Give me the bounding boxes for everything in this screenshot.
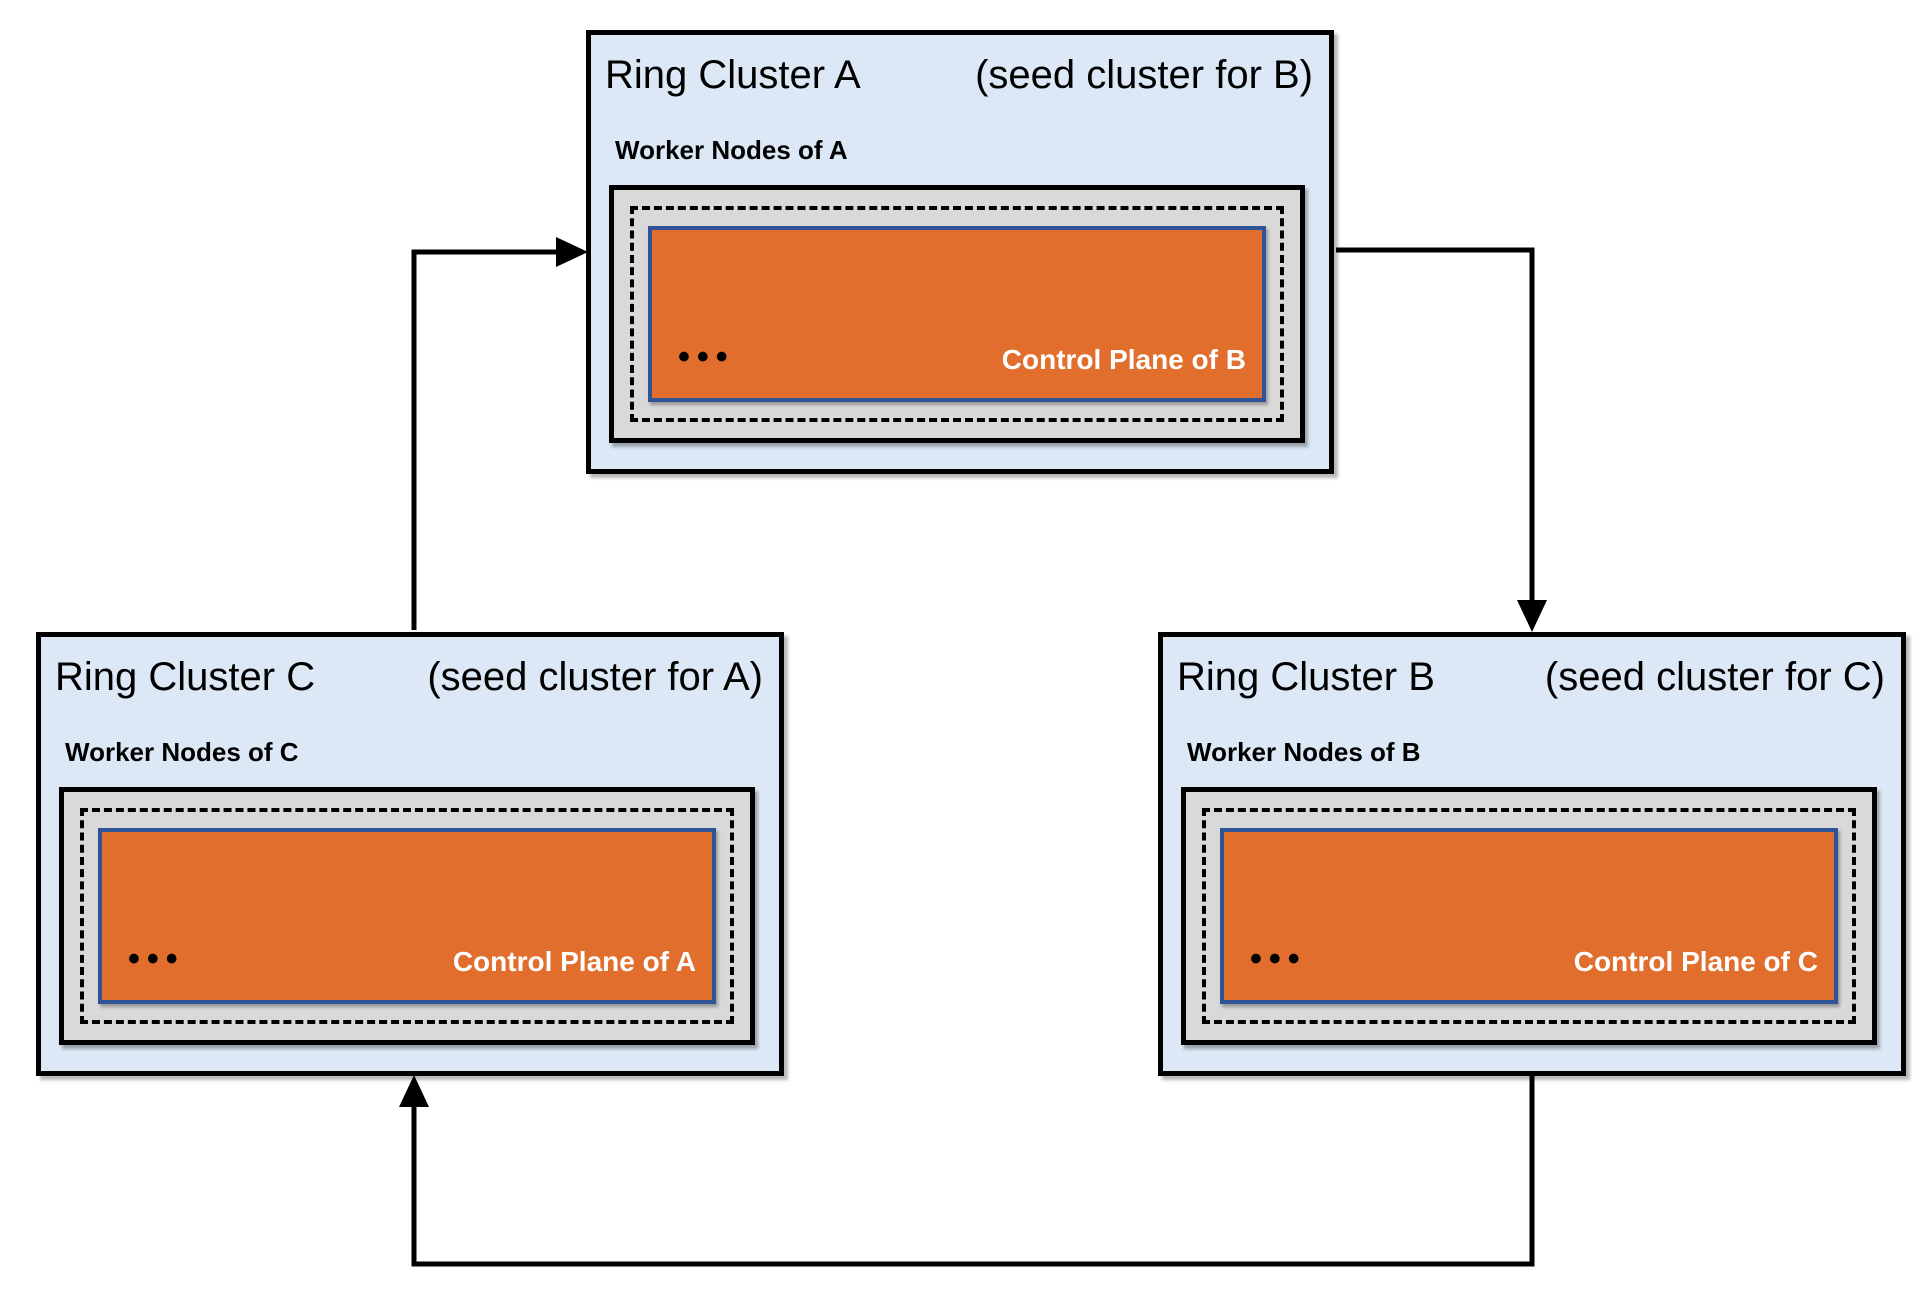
cluster-box-b: Ring Cluster B (seed cluster for C) Work… (1158, 632, 1906, 1076)
arrowhead-into-c (399, 1075, 429, 1107)
cluster-c-control-plane-box: ••• Control Plane of A (98, 828, 716, 1004)
cluster-c-worker-nodes-area: ••• Control Plane of A (59, 787, 755, 1045)
cluster-c-worker-nodes-label: Worker Nodes of C (65, 737, 299, 767)
cluster-b-control-plane-box: ••• Control Plane of C (1220, 828, 1838, 1004)
arrowhead-into-a (556, 237, 588, 267)
cluster-c-dashed-boundary: ••• Control Plane of A (80, 808, 734, 1024)
ellipsis-dots: ••• (1250, 940, 1307, 978)
cluster-b-seed-note: (seed cluster for C) (1544, 655, 1885, 699)
arrow-a-to-b (1336, 247, 1535, 604)
cluster-box-c: Ring Cluster C (seed cluster for A) Work… (36, 632, 784, 1076)
cluster-a-control-plane-box: ••• Control Plane of B (648, 226, 1266, 402)
cluster-a-seed-note: (seed cluster for B) (975, 53, 1313, 97)
cluster-b-title: Ring Cluster B (1177, 655, 1435, 699)
cluster-a-dashed-boundary: ••• Control Plane of B (630, 206, 1284, 422)
arrow-c-to-a (411, 249, 560, 630)
cluster-c-control-plane-label: Control Plane of A (452, 946, 696, 977)
cluster-c-title-row: Ring Cluster C (seed cluster for A) (55, 653, 763, 701)
cluster-c-seed-note: (seed cluster for A) (427, 655, 763, 699)
cluster-a-control-plane-label: Control Plane of B (1001, 344, 1246, 375)
cluster-b-worker-nodes-area: ••• Control Plane of C (1181, 787, 1877, 1045)
arrowhead-into-b (1517, 600, 1547, 632)
cluster-b-dashed-boundary: ••• Control Plane of C (1202, 808, 1856, 1024)
cluster-a-worker-nodes-area: ••• Control Plane of B (609, 185, 1305, 443)
ellipsis-dots: ••• (128, 940, 185, 978)
cluster-a-worker-nodes-label: Worker Nodes of A (615, 135, 848, 165)
cluster-c-title: Ring Cluster C (55, 655, 316, 699)
cluster-b-control-plane-label: Control Plane of C (1573, 946, 1818, 977)
cluster-a-title-row: Ring Cluster A (seed cluster for B) (605, 51, 1313, 99)
ellipsis-dots: ••• (678, 338, 735, 376)
cluster-b-worker-nodes-label: Worker Nodes of B (1187, 737, 1421, 767)
cluster-b-title-row: Ring Cluster B (seed cluster for C) (1177, 653, 1885, 701)
cluster-box-a: Ring Cluster A (seed cluster for B) Work… (586, 30, 1334, 474)
cluster-a-title: Ring Cluster A (605, 53, 861, 97)
arrow-b-to-c (411, 1076, 1535, 1267)
